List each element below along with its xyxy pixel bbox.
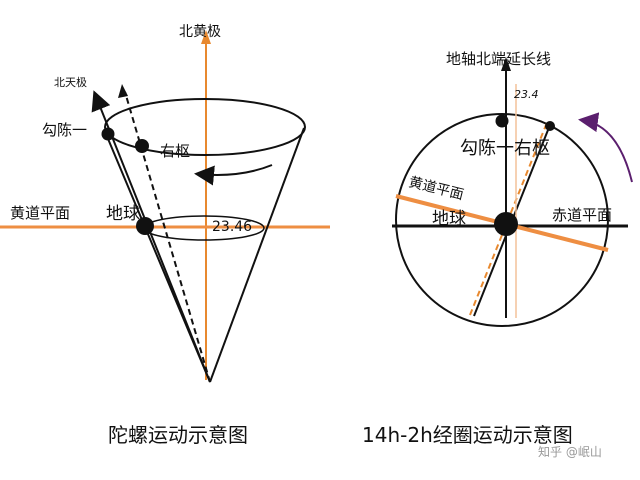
angle-label: 23.46 xyxy=(212,219,252,235)
left-caption: 陀螺运动示意图 xyxy=(108,423,248,447)
polaris-dot-right xyxy=(495,114,509,128)
small-angle-label: 23.4 xyxy=(514,88,539,101)
thuban-label: 右枢 xyxy=(160,142,190,160)
earth-axis-arrowhead xyxy=(501,57,511,71)
earth-dot xyxy=(136,217,154,235)
meridian-motion-diagram: 地轴北端延长线 23.4 勾陈一右枢 黄道平面 地球 赤道平面 14h-2h经圈… xyxy=(362,50,633,447)
north-ecliptic-pole-label: 北黄极 xyxy=(179,23,221,40)
axis-extension-label: 地轴北端延长线 xyxy=(446,50,551,68)
watermark: 知乎 @岷山 xyxy=(538,444,602,459)
ecliptic-plane-label-right: 黄道平面 xyxy=(407,173,465,203)
precession-cone-diagram: 北黄极 北天极 勾陈一 右枢 黄道平面 地球 23.46 陀螺运动示意图 xyxy=(0,23,330,447)
cone-right-side xyxy=(209,127,305,383)
cone-top-ellipse xyxy=(104,98,306,156)
future-axis-arrowhead xyxy=(118,84,128,98)
polaris-label: 勾陈一 xyxy=(42,121,87,139)
earth-dot-right xyxy=(494,212,518,236)
rotation-arrow xyxy=(578,112,633,183)
polaris-thuban-label: 勾陈一右枢 xyxy=(460,138,550,159)
equatorial-plane-label: 赤道平面 xyxy=(552,206,612,224)
earth-label-right: 地球 xyxy=(432,209,466,229)
ecliptic-pole-arrowhead xyxy=(201,30,211,44)
polaris-dot xyxy=(101,127,115,141)
right-caption: 14h-2h经圈运动示意图 xyxy=(362,423,573,447)
future-axis-dashed xyxy=(124,91,211,383)
ecliptic-plane-label: 黄道平面 xyxy=(10,204,70,222)
precession-arrow xyxy=(194,164,273,186)
earth-axis-line xyxy=(91,90,211,383)
thuban-dot-right xyxy=(545,121,555,131)
north-celestial-pole-label: 北天极 xyxy=(54,75,87,89)
celestial-circle xyxy=(395,113,609,327)
earth-label: 地球 xyxy=(106,204,140,224)
thuban-dot xyxy=(135,139,149,153)
